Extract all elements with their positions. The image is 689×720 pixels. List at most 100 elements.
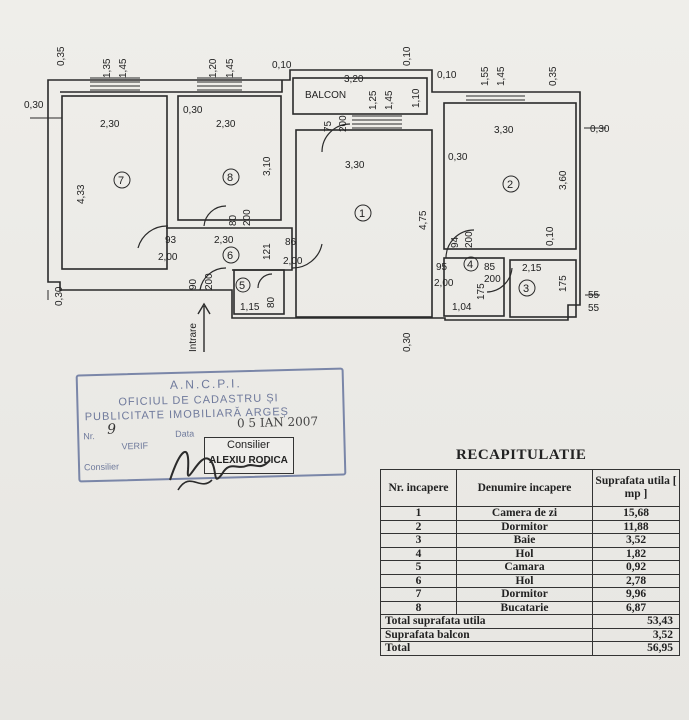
dim-label: 2,30 — [100, 119, 120, 130]
dim-label: 3,60 — [558, 170, 569, 190]
inner-wall-outline — [60, 80, 283, 93]
recap-title: RECAPITULATIE — [456, 447, 587, 463]
dim-label: 0,30 — [590, 124, 610, 135]
stamp-nr-value: 9 — [106, 421, 117, 438]
dim-label: 0,30 — [402, 332, 413, 352]
dim-label: 1,45 — [118, 58, 129, 78]
entrance-arrow — [197, 302, 211, 352]
dim-label: 200 — [242, 209, 253, 226]
recap-header-row: Nr. incapere Denumire incapere Suprafata… — [380, 469, 680, 507]
dim-label: 1,04 — [452, 302, 472, 313]
dim-label: 1,55 — [480, 66, 491, 86]
dim-label: 0,30 — [24, 100, 44, 111]
door-4 — [445, 229, 475, 259]
room-3-outline — [509, 259, 577, 318]
door-8 — [203, 205, 227, 227]
dim-label: 0,35 — [56, 46, 67, 66]
dim-label: 1,45 — [384, 90, 395, 110]
room-marker-8 — [222, 168, 240, 186]
dim-label: 2,00 — [158, 252, 178, 263]
dim-label: 1,45 — [496, 66, 507, 86]
outer-wall — [47, 69, 581, 321]
room-number: 2 — [507, 179, 513, 191]
balcony-label: BALCON — [305, 90, 346, 101]
dim-label: 2,00 — [434, 278, 454, 289]
column-header: Nr. incapere — [380, 469, 457, 507]
dim-label: 200 — [464, 231, 475, 248]
room-marker-7 — [113, 171, 131, 189]
balcony-outline — [292, 77, 428, 115]
dim-label: 85 — [484, 262, 496, 273]
dim-label: 94 — [450, 236, 461, 248]
dim-label: 1,20 — [208, 58, 219, 78]
stamp-date-value: 0 5 IAN 2007 — [236, 414, 319, 431]
dim-label: 95 — [436, 262, 448, 273]
dim-label: 121 — [262, 243, 273, 260]
room-marker-1 — [354, 204, 372, 222]
dim-label: 0,30 — [183, 105, 203, 116]
consilier-name: ALEXIU RODICA — [209, 455, 288, 466]
window-7 — [90, 77, 140, 91]
dim-label: 0,10 — [402, 46, 413, 66]
dim-label: 4,75 — [418, 210, 429, 230]
recap-table: Nr. incapere Denumire incapere Suprafata… — [380, 469, 680, 656]
door-5 — [199, 267, 227, 291]
signature — [169, 450, 271, 491]
dim-label: 2,30 — [216, 119, 236, 130]
dim-label: 1,15 — [240, 302, 260, 313]
dim-label: 1,10 — [411, 88, 422, 108]
dim-label: 1,45 — [225, 58, 236, 78]
stamp-line: A.N.C.P.I. — [169, 376, 242, 393]
dim-label: 2,15 — [522, 263, 542, 274]
room-8-outline — [177, 95, 282, 221]
dim-label: 80 — [228, 214, 239, 226]
room-marker-2 — [502, 175, 520, 193]
dim-label: 0,10 — [272, 60, 292, 71]
entrance-label: Intrare — [188, 323, 199, 352]
stamp-consilier-label: Consilier — [83, 461, 120, 473]
stamp-verif-label: VERIF — [121, 440, 149, 452]
dim-label: 175 — [558, 275, 569, 292]
dim-label: 93 — [165, 235, 177, 246]
dim-label: 3,30 — [494, 125, 514, 136]
door-1 — [321, 123, 351, 153]
consilier-box: Consilier ALEXIU RODICA — [204, 437, 294, 474]
dim-label: 0,30 — [448, 152, 468, 163]
dim-label: 2,30 — [214, 235, 234, 246]
dim-label: 86 — [285, 237, 297, 248]
room-number: 1 — [359, 208, 365, 220]
door-6 — [137, 225, 169, 249]
column-header: Denumire incapere — [456, 469, 593, 507]
room-6-outline — [166, 227, 293, 271]
room-2-outline — [443, 102, 577, 250]
dim-label: 1,35 — [102, 58, 113, 78]
room-marker-3 — [518, 279, 536, 297]
dim-label: 2,00 — [283, 256, 303, 267]
dim-label: 90 — [188, 278, 199, 290]
dim-label: 200 — [338, 115, 349, 132]
room-marker-5 — [235, 277, 251, 293]
dim-label: 0,35 — [548, 66, 559, 86]
room-number: 4 — [467, 259, 473, 271]
room-marker-4 — [463, 256, 479, 272]
window-1 — [352, 115, 402, 129]
door-5b — [257, 273, 273, 289]
column-header: Suprafata utila [ mp ] — [592, 469, 680, 507]
dim-label: 0,10 — [545, 226, 556, 246]
dim-label: 55 — [588, 303, 600, 314]
room-number: 3 — [523, 283, 529, 295]
window-2 — [466, 91, 525, 101]
window-8 — [197, 77, 242, 91]
dim-label: 200 — [204, 273, 215, 290]
